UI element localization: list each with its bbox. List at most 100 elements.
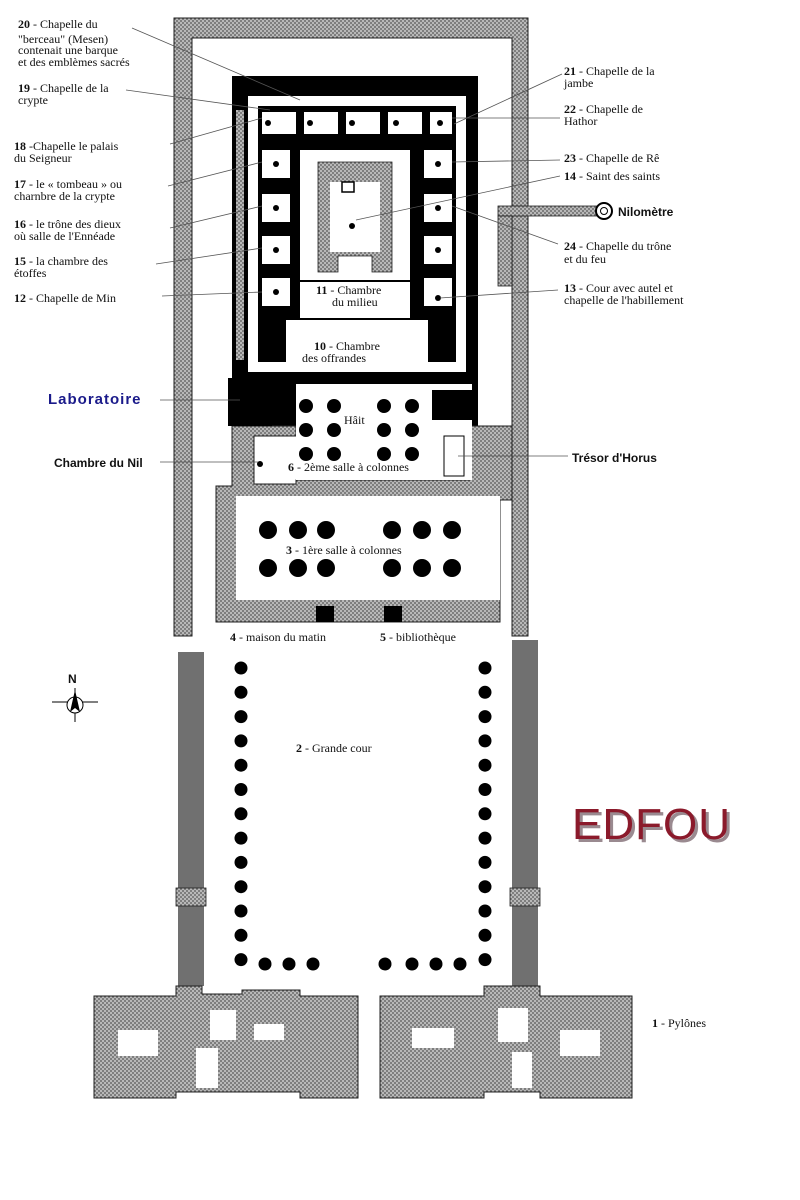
- svg-text:"berceau" (Mesen): "berceau" (Mesen): [18, 32, 108, 46]
- court-column: [258, 957, 272, 971]
- enclosure-wall: [173, 17, 529, 637]
- svg-text:5 - bibliothèque: 5 - bibliothèque: [380, 630, 456, 644]
- nilometre-structure: [497, 202, 613, 287]
- court-column: [234, 904, 248, 918]
- label-room-14: 14 - Saint des saints: [564, 169, 660, 183]
- court-column: [234, 807, 248, 821]
- label-room-22: 22 - Chapelle de Hathor: [564, 102, 643, 128]
- svg-text:3 - 1ère salle à colonnes: 3 - 1ère salle à colonnes: [286, 543, 402, 557]
- court-column: [478, 807, 492, 821]
- pylons: [93, 985, 633, 1099]
- pointer-lines: [125, 27, 568, 463]
- svg-text:EDFOU: EDFOU: [572, 800, 731, 849]
- court-column: [234, 710, 248, 724]
- court-column: [234, 758, 248, 772]
- svg-text:et du feu: et du feu: [564, 252, 606, 266]
- court-column: [478, 855, 492, 869]
- label-room-16: 16 - le trône des dieux où salle de l'En…: [14, 217, 121, 243]
- court-column: [234, 880, 248, 894]
- label-room-23: 23 - Chapelle de Rê: [564, 151, 659, 165]
- label-hait: Hâit: [344, 413, 365, 427]
- court-column: [429, 957, 443, 971]
- label-chambre-du-nil: Chambre du Nil: [54, 456, 143, 470]
- svg-text:chapelle de l'habillement: chapelle de l'habillement: [564, 293, 684, 307]
- label-room-24: 24 - Chapelle du trône et du feu: [564, 239, 671, 266]
- court-column: [478, 831, 492, 845]
- court-column: [234, 783, 248, 796]
- court-column: [478, 661, 492, 675]
- court-column: [234, 685, 248, 699]
- columns-hall-1: [259, 521, 461, 577]
- court-column: [234, 953, 248, 967]
- label-room-6: 6 - 2ème salle à colonnes: [288, 460, 409, 474]
- label-nilometre: Nilomètre: [618, 205, 674, 219]
- svg-text:contenait une barque: contenait une barque: [18, 43, 118, 57]
- court-column: [234, 831, 248, 845]
- sanctuary-block: [232, 76, 478, 467]
- svg-text:13 - Cour avec autel et: 13 - Cour avec autel et: [564, 281, 674, 295]
- label-room-11: 11 - Chambre du milieu: [316, 283, 381, 309]
- court-walls: [175, 640, 541, 986]
- svg-text:18 -Chapelle le palais: 18 -Chapelle le palais: [14, 139, 119, 153]
- svg-text:10 - Chambre: 10 - Chambre: [314, 339, 380, 353]
- svg-text:19 - Chapelle de la: 19 - Chapelle de la: [18, 81, 109, 95]
- label-room-13: 13 - Cour avec autel et chapelle de l'ha…: [564, 281, 684, 307]
- label-room-19: 19 - Chapelle de la crypte: [18, 81, 109, 107]
- svg-text:24 - Chapelle du trône: 24 - Chapelle du trône: [564, 239, 671, 253]
- label-room-21: 21 - Chapelle de la jambe: [563, 64, 655, 90]
- svg-text:où salle de l'Ennéade: où salle de l'Ennéade: [14, 229, 115, 243]
- svg-text:22 - Chapelle de: 22 - Chapelle de: [564, 102, 643, 116]
- court-column: [306, 957, 320, 971]
- label-room-15: 15 - la chambre des étoffes: [14, 254, 108, 280]
- label-room-3: 3 - 1ère salle à colonnes: [286, 543, 402, 557]
- label-room-10: 10 - Chambre des offrandes: [302, 339, 380, 365]
- court-column: [478, 685, 492, 699]
- svg-text:11 - Chambre: 11 - Chambre: [316, 283, 381, 297]
- court-column: [234, 661, 248, 675]
- svg-text:15 - la chambre des: 15 - la chambre des: [14, 254, 108, 268]
- court-column: [478, 904, 492, 918]
- court-column: [478, 758, 492, 772]
- plan-title: EDFOU EDFOU: [572, 800, 734, 852]
- svg-text:crypte: crypte: [18, 93, 48, 107]
- court-column: [378, 957, 392, 971]
- label-room-12: 12 - Chapelle de Min: [14, 291, 116, 305]
- svg-text:des offrandes: des offrandes: [302, 351, 366, 365]
- svg-text:EDFOU: EDFOU: [575, 803, 734, 852]
- svg-text:23 - Chapelle de Rê: 23 - Chapelle de Rê: [564, 151, 659, 165]
- svg-text:1 - Pylônes: 1 - Pylônes: [652, 1016, 706, 1030]
- svg-text:étoffes: étoffes: [14, 266, 47, 280]
- label-room-2: 2 - Grande cour: [296, 741, 372, 755]
- svg-text:jambe: jambe: [563, 76, 593, 90]
- court-column: [478, 880, 492, 894]
- label-room-20: 20 - Chapelle du "berceau" (Mesen) conte…: [18, 17, 130, 69]
- svg-text:12 - Chapelle de Min: 12 - Chapelle de Min: [14, 291, 116, 305]
- court-column: [478, 710, 492, 724]
- svg-text:Hathor: Hathor: [564, 114, 597, 128]
- label-tresor-d-horus: Trésor d'Horus: [572, 451, 657, 465]
- svg-text:14 - Saint des saints: 14 - Saint des saints: [564, 169, 660, 183]
- court-column: [478, 953, 492, 967]
- svg-text:6 - 2ème salle à colonnes: 6 - 2ème salle à colonnes: [288, 460, 409, 474]
- label-room-4: 4 - maison du matin: [230, 630, 326, 644]
- svg-text:du milieu: du milieu: [332, 295, 378, 309]
- svg-text:2 - Grande cour: 2 - Grande cour: [296, 741, 372, 755]
- court-column: [453, 957, 467, 971]
- court-column: [405, 957, 419, 971]
- svg-text:et des emblèmes sacrés: et des emblèmes sacrés: [18, 55, 130, 69]
- columns-grande-cour: [234, 661, 492, 971]
- svg-text:Nilomètre: Nilomètre: [618, 205, 674, 219]
- svg-text:17 - le « tombeau » ou: 17 - le « tombeau » ou: [14, 177, 122, 191]
- court-column: [234, 928, 248, 942]
- svg-text:du Seigneur: du Seigneur: [14, 151, 72, 165]
- svg-text:20 - Chapelle du: 20 - Chapelle du: [18, 17, 98, 31]
- court-column: [478, 928, 492, 942]
- label-room-18: 18 -Chapelle le palais du Seigneur: [14, 139, 119, 165]
- svg-text:16 - le trône des dieux: 16 - le trône des dieux: [14, 217, 121, 231]
- label-laboratoire: Laboratoire: [48, 391, 142, 408]
- court-column: [234, 734, 248, 748]
- columns-hall-2: [299, 399, 419, 461]
- svg-text:Hâit: Hâit: [344, 413, 365, 427]
- label-room-17: 17 - le « tombeau » ou charnbre de la cr…: [14, 177, 122, 203]
